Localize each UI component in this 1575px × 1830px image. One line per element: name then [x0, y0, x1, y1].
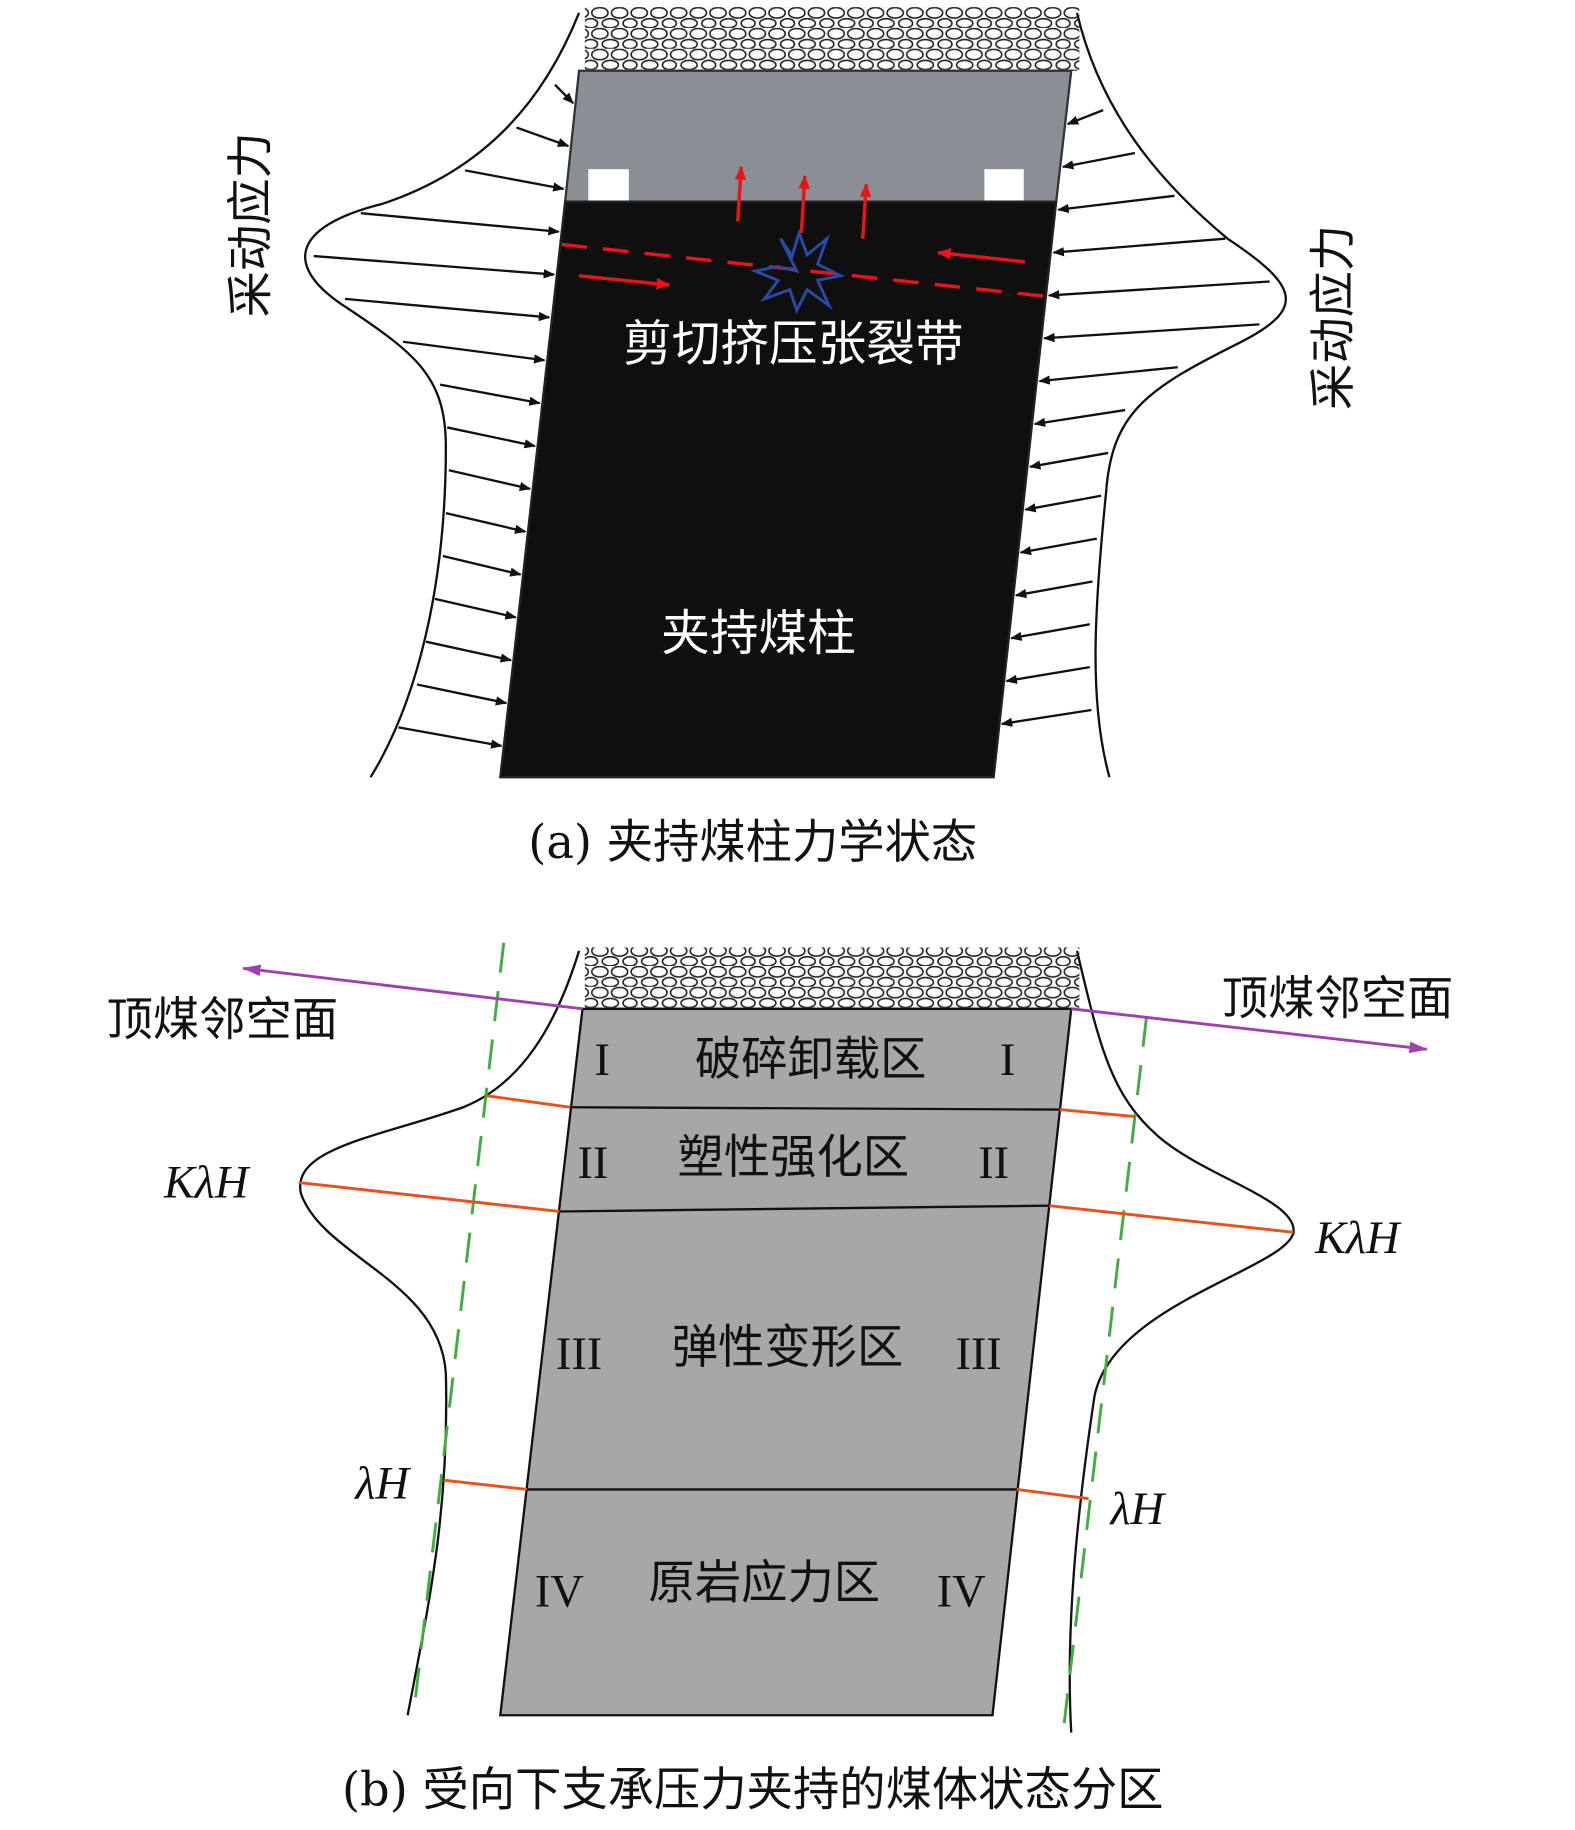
fracture-burst-icon	[750, 228, 846, 315]
stress-level-lines	[298, 1094, 1294, 1501]
zone-numeral-left: II	[578, 1138, 609, 1189]
abutment-curve-right	[1068, 950, 1295, 1733]
caption-a: (a) 夹持煤柱力学状态	[528, 815, 977, 869]
stress-curve-right	[1075, 12, 1287, 778]
stress-arrow	[1057, 194, 1175, 214]
zone-boundary	[559, 1204, 1050, 1213]
shear-zone-label: 剪切挤压张裂带	[623, 316, 963, 372]
stress-arrow	[446, 426, 537, 449]
stress-arrow	[1019, 537, 1098, 556]
stress-arrow	[434, 597, 517, 620]
zone-numeral-left: I	[594, 1035, 609, 1086]
zone-name: 塑性强化区	[678, 1130, 910, 1184]
stress-arrow	[1024, 494, 1102, 513]
stress-label-left: 采动应力	[223, 132, 277, 317]
peak-stress-label-right: KλH	[1314, 1213, 1402, 1264]
stress-arrow	[402, 340, 546, 364]
zone-virgin: IV 原岩应力区 IV	[535, 1555, 986, 1617]
stress-arrow	[1010, 623, 1090, 641]
clamped-coal-pillar	[498, 200, 1058, 779]
stress-arrow	[425, 640, 513, 663]
stress-arrow	[439, 383, 541, 406]
stress-arrow	[1061, 151, 1136, 170]
peak-stress-label-left: KλH	[163, 1158, 251, 1209]
stress-arrow	[1028, 451, 1109, 470]
stress-arrow	[516, 126, 570, 148]
stress-arrow	[416, 683, 508, 706]
stress-arrow	[1066, 109, 1104, 126]
tension-arrow-up	[734, 165, 747, 222]
stress-arrow	[554, 83, 574, 105]
zone-name: 弹性变形区	[672, 1320, 904, 1374]
stress-arrows-left	[313, 83, 574, 749]
stress-arrow	[360, 212, 560, 236]
stress-arrow	[1052, 237, 1226, 257]
zone-elastic: III 弹性变形区 III	[556, 1320, 1002, 1380]
stress-label-right: 采动应力	[1306, 225, 1360, 410]
stress-arrow	[445, 512, 527, 534]
stress-arrow	[1005, 666, 1090, 684]
stress-arrow	[464, 169, 565, 192]
stress-arrow	[313, 254, 556, 279]
virgin-stress-label-right: λH	[1108, 1484, 1166, 1535]
zone-plastic: II 塑性强化区 II	[578, 1130, 1010, 1189]
stress-arrow	[1043, 323, 1260, 343]
stress-arrow	[344, 297, 551, 322]
zone-name: 破碎卸载区	[695, 1032, 927, 1086]
zone-numeral-right: III	[955, 1329, 1001, 1380]
virgin-stress-label-left: λH	[353, 1459, 411, 1510]
shear-arrow-right	[578, 274, 671, 290]
stress-arrows-right	[1000, 109, 1270, 727]
support-left	[588, 169, 629, 202]
zone-name: 原岩应力区	[649, 1555, 881, 1609]
free-face-label-right: 顶煤邻空面	[1222, 972, 1454, 1026]
zone-numeral-left: IV	[535, 1566, 584, 1617]
zone-numeral-right: IV	[937, 1566, 986, 1617]
stress-arrow	[1000, 708, 1092, 727]
zone-numeral-right: I	[1000, 1035, 1015, 1086]
zone-boundary	[569, 1106, 1060, 1111]
panel-b: 顶煤邻空面 顶煤邻空面 KλH KλH λH λH I 破碎卸载区 I II 塑…	[107, 942, 1454, 1817]
stress-arrow	[1038, 366, 1178, 385]
stress-arrow	[1014, 580, 1093, 599]
panel-a: 剪切挤压张裂带 夹持煤柱 采动应力 采动应力 (a) 夹持煤柱力学状态	[223, 7, 1360, 869]
free-face-arrow-right	[1071, 1007, 1428, 1054]
rubble-roof	[584, 7, 1080, 71]
green-dashed-right	[1061, 1016, 1148, 1733]
shear-arrow-left	[936, 248, 1026, 264]
stress-arrow	[398, 726, 503, 749]
stress-arrow	[442, 554, 522, 577]
free-face-arrow-left	[242, 964, 583, 1011]
zone-numeral-right: II	[978, 1138, 1009, 1189]
support-right	[984, 169, 1024, 202]
tension-arrow-up	[798, 174, 810, 233]
stress-arrow	[1033, 408, 1126, 427]
free-face-label-left: 顶煤邻空面	[107, 992, 339, 1046]
zone-numeral-left: III	[556, 1329, 602, 1380]
coal-body	[498, 1007, 1073, 1717]
stress-curve-left	[304, 12, 581, 778]
stress-arrow	[1047, 280, 1270, 300]
caption-b: (b) 受向下支承压力夹持的煤体状态分区	[342, 1763, 1164, 1817]
green-dashed-left	[411, 942, 506, 1716]
zone-crushed: I 破碎卸载区 I	[594, 1032, 1015, 1086]
stress-arrow	[448, 469, 532, 492]
pillar-label: 夹持煤柱	[661, 606, 856, 662]
abutment-curve-left	[298, 950, 581, 1716]
tension-arrow-up	[859, 183, 872, 239]
rubble-roof	[584, 947, 1080, 1009]
